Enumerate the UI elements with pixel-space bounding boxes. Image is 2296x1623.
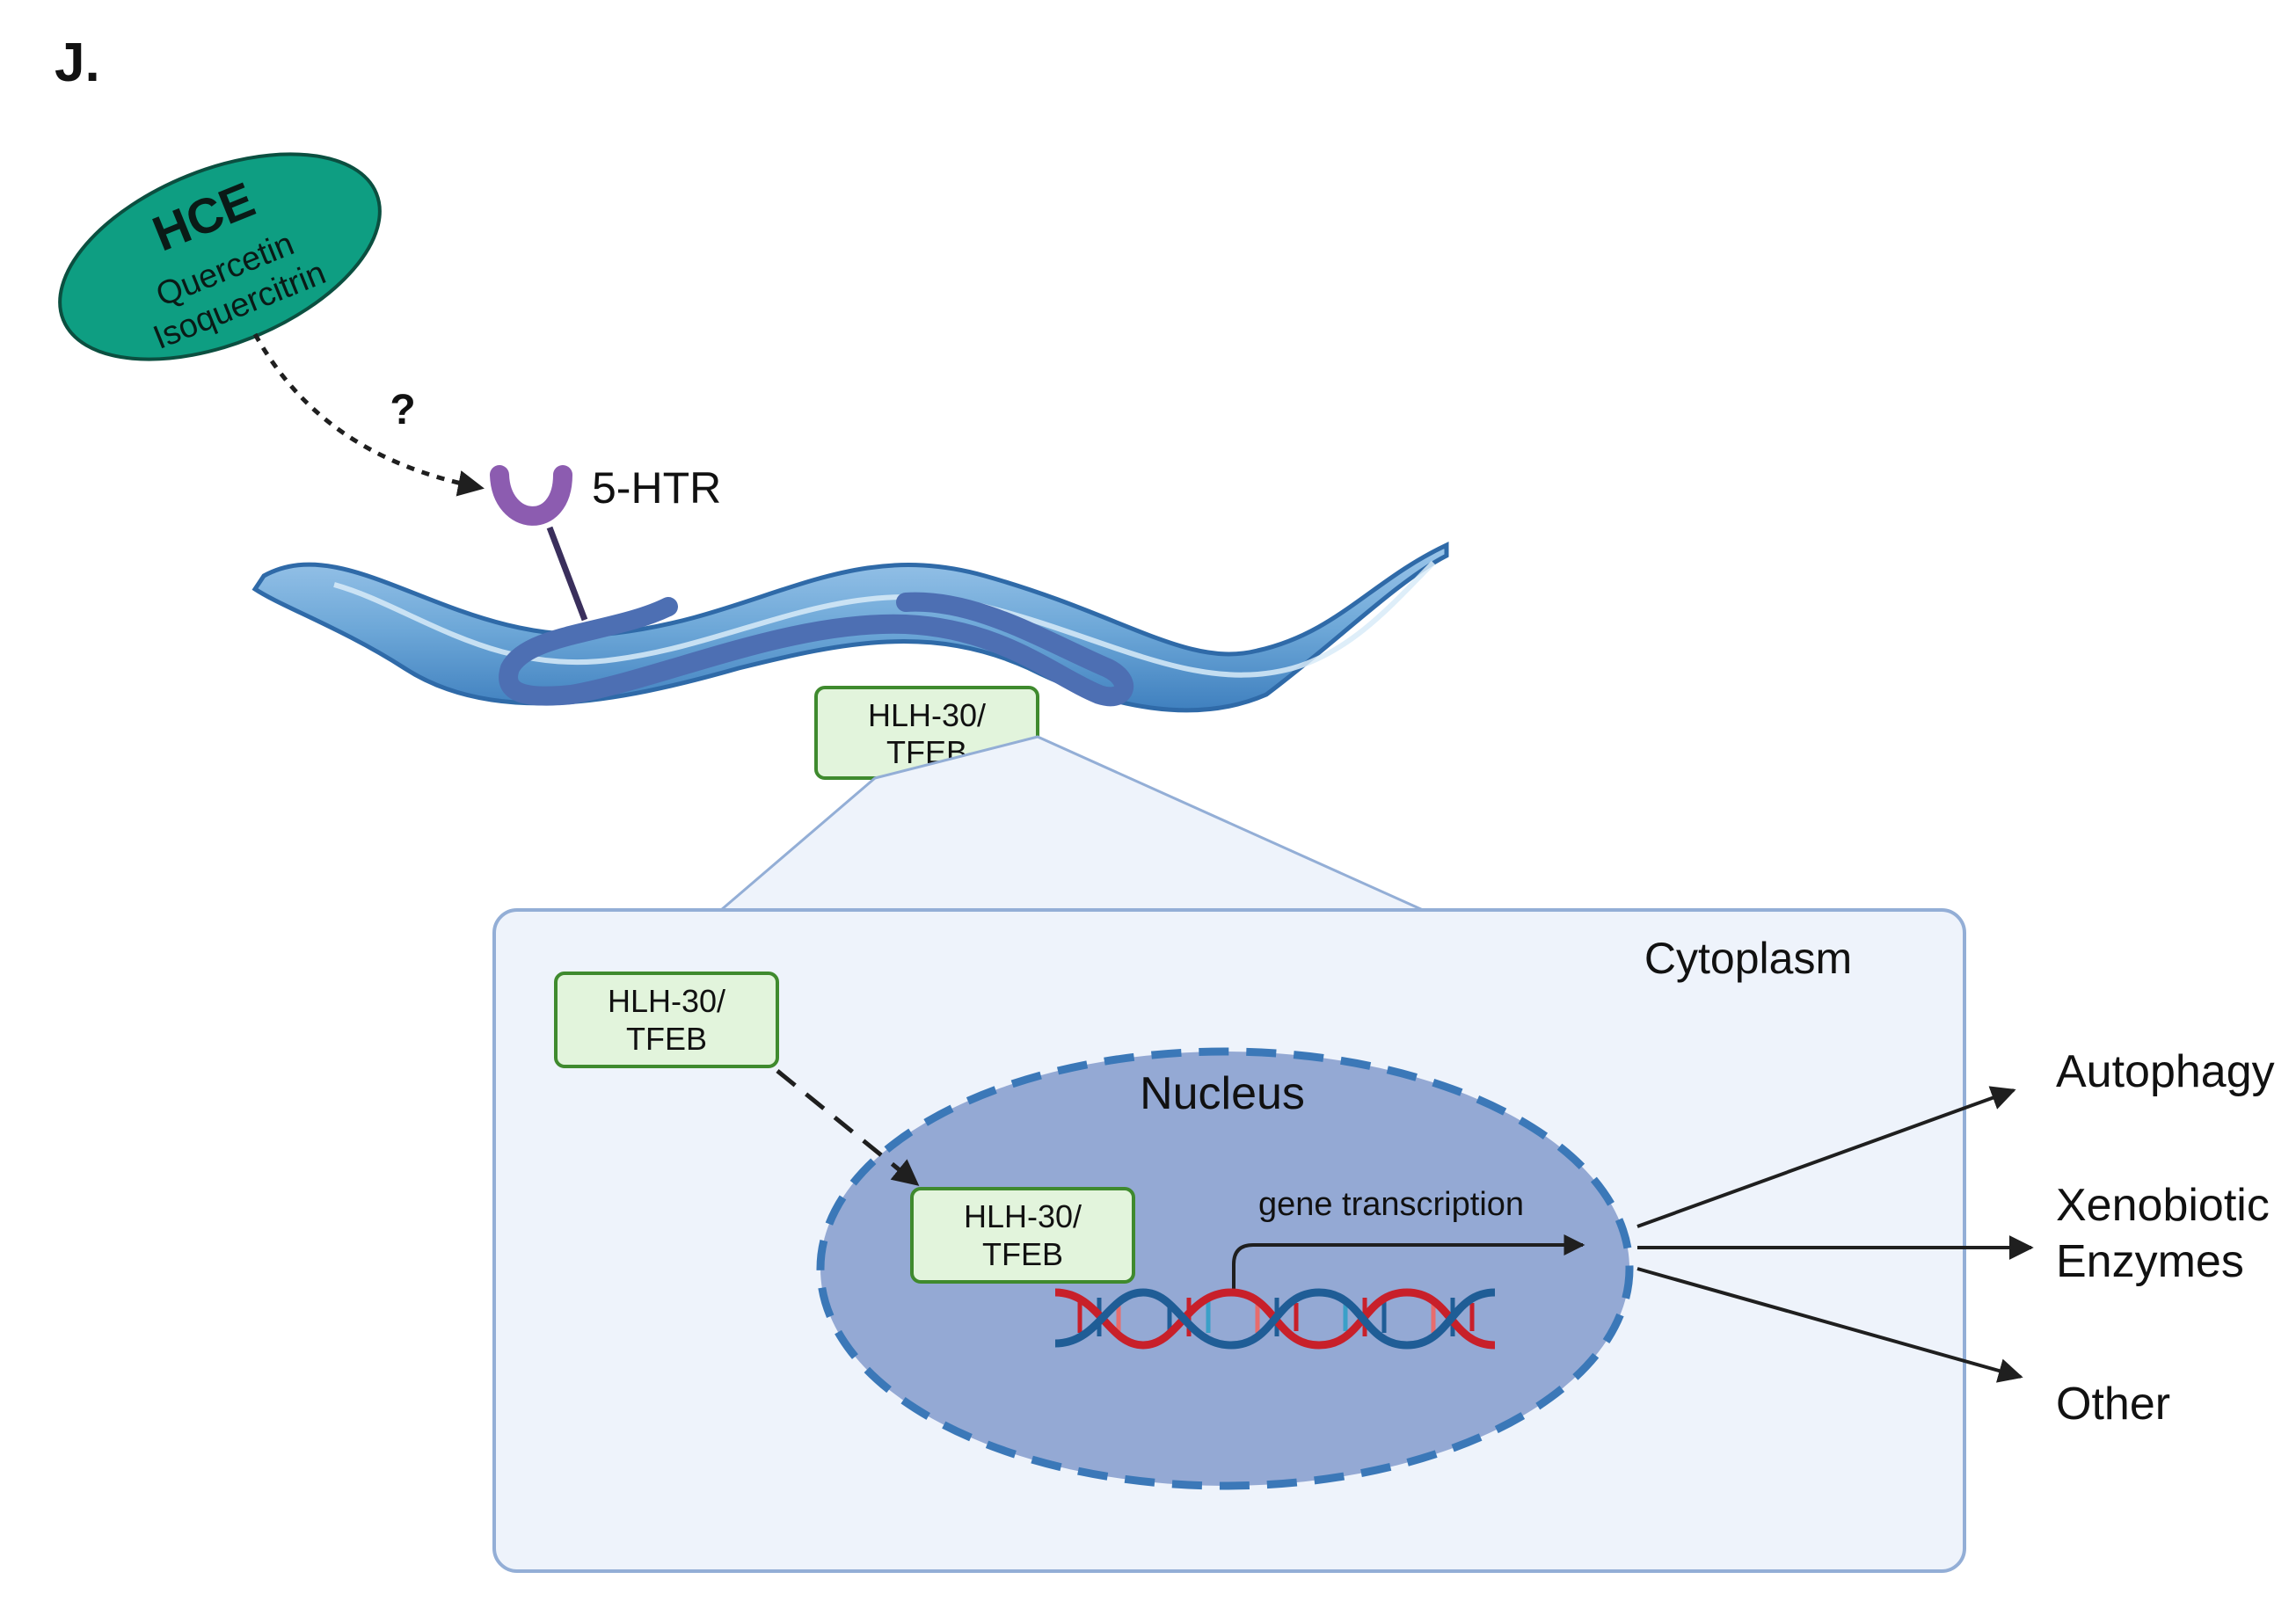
cyto-factor-line1: HLH-30/ [608,983,725,1019]
receptor-label: 5-HTR [592,463,721,513]
cytoplasm-label: Cytoplasm [1644,934,1852,983]
compound-ellipse: HCE Quercetin Isoquercitrin [58,152,382,361]
other-arrow [1636,1267,2023,1383]
cyto-factor-line2: TFEB [626,1021,707,1057]
output-xenobiotic-line2: Enzymes [2056,1236,2244,1287]
panel-label: J. [55,33,100,93]
worm-factor-line1: HLH-30/ [868,697,986,733]
compound-to-receptor-arrow [252,332,485,497]
receptor-icon [490,465,588,622]
transcription-arrow [1232,1234,1585,1289]
transcription-label: gene transcription [1258,1186,1524,1223]
output-xenobiotic-line1: Xenobiotic [2056,1180,2270,1231]
output-autophagy: Autophagy [2056,1046,2275,1097]
worm-illustration [251,542,1449,713]
translocation-arrow [776,1069,920,1186]
nuclear-factor-box: HLH-30/ TFEB [910,1187,1135,1284]
autophagy-arrow [1636,1086,2016,1228]
cyto-factor-box: HLH-30/ TFEB [554,972,779,1068]
worm-gut [499,592,1133,707]
output-other: Other [2056,1379,2170,1430]
unknown-mark: ? [390,387,415,433]
dna-helix-icon [1054,1288,1496,1350]
nuclear-factor-line1: HLH-30/ [964,1198,1082,1234]
nuclear-factor-line2: TFEB [982,1236,1063,1272]
nucleus [816,1047,1634,1490]
nucleus-label: Nucleus [1140,1068,1305,1119]
